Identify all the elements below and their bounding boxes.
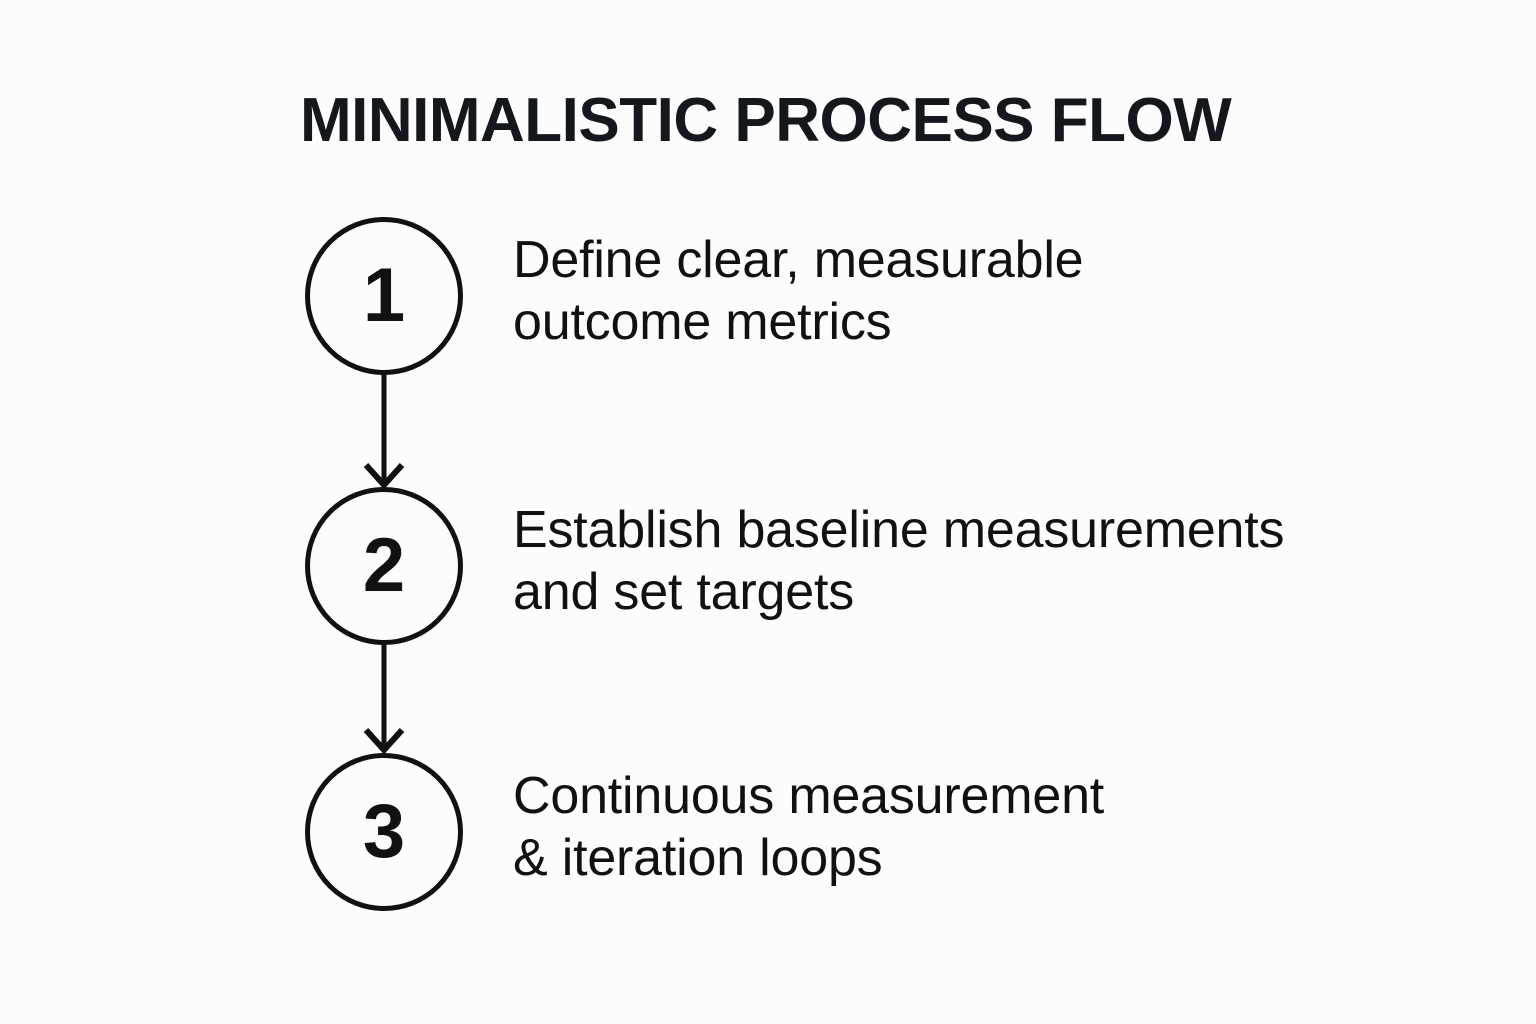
step-label-3: Continuous measurement & iteration loops [513, 765, 1373, 889]
step-label-2-line1: Establish baseline measurements [513, 501, 1285, 559]
step-label-3-line1: Continuous measurement [513, 767, 1105, 825]
connector-arrow-1 [344, 373, 424, 490]
step-label-1-line2: outcome metrics [513, 293, 892, 351]
step-label-2-line2: and set targets [513, 563, 854, 621]
page-title: MINIMALISTIC PROCESS FLOW [300, 86, 1232, 155]
connector-arrow-2 [344, 643, 424, 755]
process-step-2: 2 Establish baseline measurements and se… [305, 487, 1405, 645]
step-number-1: 1 [362, 253, 406, 338]
step-label-1: Define clear, measurable outcome metrics [513, 229, 1373, 353]
process-step-1: 1 Define clear, measurable outcome metri… [305, 217, 1405, 375]
step-label-2: Establish baseline measurements and set … [513, 499, 1373, 623]
step-circle-2 [305, 487, 463, 645]
step-number-2: 2 [362, 523, 406, 608]
step-label-1-line1: Define clear, measurable [513, 231, 1084, 289]
process-step-3: 3 Continuous measurement & iteration loo… [305, 753, 1405, 911]
step-label-3-line2: & iteration loops [513, 829, 883, 887]
step-circle-3 [305, 753, 463, 911]
step-number-3: 3 [362, 789, 406, 874]
step-circle-1 [305, 217, 463, 375]
